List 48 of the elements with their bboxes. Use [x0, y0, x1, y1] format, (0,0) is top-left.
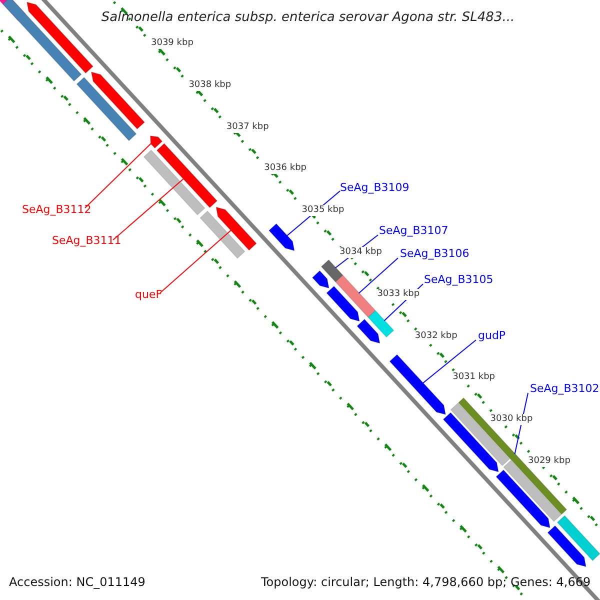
- leader-line: [160, 230, 232, 294]
- scale-label: 3035 kbp: [300, 205, 346, 216]
- gene-feature-bar: [76, 76, 137, 142]
- gene-label: SeAg_B3106: [400, 248, 470, 259]
- gene-feature-bar: [216, 206, 257, 251]
- scale-label: 3039 kbp: [150, 38, 194, 49]
- title: Salmonella enterica subsp. enterica serovar Agona str. SL483...: [100, 11, 516, 24]
- scale-label: 3038 kbp: [188, 80, 232, 91]
- genome-info-text: Topology: circular; Length: 4,798,660 bp; Genes: 4,669: [261, 576, 591, 588]
- accession-text: Accession: NC_011149: [9, 576, 146, 588]
- scale-label: 3029 kbp: [527, 456, 572, 467]
- gene-feature-bar: [156, 143, 218, 208]
- scale-label: 3030 kbp: [489, 414, 534, 426]
- gene-feature-bar: [326, 286, 360, 322]
- scale-label: 3037 kbp: [225, 122, 270, 133]
- gene-feature-bar: [2, 0, 82, 82]
- gene-feature-bar: [320, 259, 344, 282]
- gene-feature-bar: [90, 72, 145, 130]
- scale-label: 3033 kbp: [376, 288, 421, 300]
- gene-feature-bar: [547, 525, 586, 568]
- gene-feature-bar: [368, 310, 394, 338]
- gene-label: SeAg_B3109: [340, 182, 410, 193]
- gene-feature-bar: [200, 210, 246, 259]
- gene-label: SeAg_B3112: [22, 204, 92, 215]
- leader-line: [84, 142, 152, 208]
- leader-line: [422, 340, 476, 384]
- gene-label: SeAg_B3105: [424, 274, 494, 285]
- gene-feature-bar: [496, 470, 550, 528]
- gene-label: gudP: [478, 330, 506, 341]
- scale-label: 3032 kbp: [414, 330, 458, 342]
- gene-label: SeAg_B3102: [530, 383, 600, 394]
- scale-label: 3036 kbp: [263, 163, 308, 174]
- gene-feature-bar: [150, 136, 163, 149]
- gene-label: SeAg_B3107: [379, 225, 448, 236]
- gene-label: SeAg_B3111: [52, 235, 122, 246]
- gene-feature-bar: [268, 223, 295, 252]
- leader-line: [112, 178, 184, 240]
- gene-feature-bar: [312, 270, 330, 289]
- scale-label: 3031 kbp: [452, 372, 496, 384]
- scale-label: 3034 kbp: [338, 247, 383, 258]
- gene-feature-bar: [26, 2, 94, 74]
- gene-feature-bar: [556, 515, 600, 561]
- gene-label: queF: [135, 289, 162, 300]
- gene-feature-bar: [356, 318, 380, 344]
- gene-feature-bar: [389, 354, 446, 415]
- leader-line: [358, 258, 398, 294]
- gene-feature-bar: [335, 274, 376, 318]
- gene-feature-bar: [143, 150, 206, 216]
